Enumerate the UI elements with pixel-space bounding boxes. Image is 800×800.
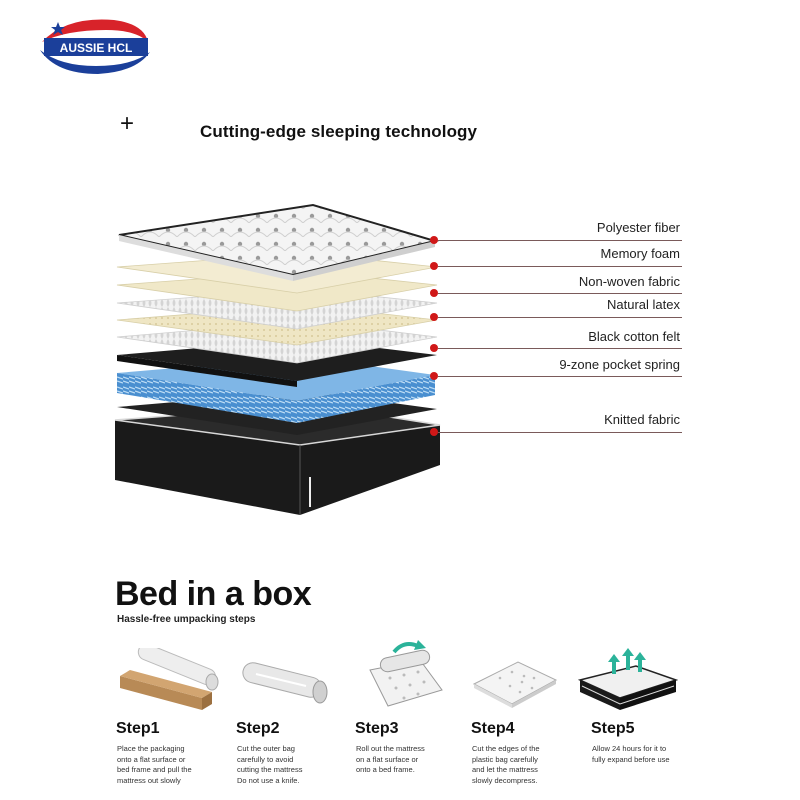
layer-marker-dot: [430, 236, 438, 244]
step1-image: [116, 643, 226, 712]
layer-label-memory-foam: Memory foam: [600, 246, 680, 261]
bed-in-box-subtitle: Hassle-free umpacking steps: [117, 614, 256, 625]
layer-label-black-cotton-felt: Black cotton felt: [588, 329, 680, 344]
step4-image: [470, 654, 560, 712]
layer-label-knitted-fabric: Knitted fabric: [604, 412, 680, 427]
layer-marker-dot: [430, 428, 438, 436]
leader-line: [438, 317, 682, 318]
brand-logo: AUSSIE HCL: [36, 12, 154, 80]
layer-label-non-woven-fabric: Non-woven fabric: [578, 274, 680, 289]
step1-title: Step1: [116, 720, 160, 737]
step3-title: Step3: [355, 720, 399, 737]
layer-label-pocket-spring: 9-zone pocket spring: [559, 357, 680, 372]
step4-title: Step4: [471, 720, 515, 737]
step2-title: Step2: [236, 720, 280, 737]
leader-line: [438, 293, 682, 294]
leader-line: [438, 376, 682, 377]
step5-image: [577, 646, 679, 712]
layer-marker-dot: [430, 289, 438, 297]
layer-label-natural-latex: Natural latex: [607, 297, 680, 312]
layer-marker-dot: [430, 372, 438, 380]
step2-image: [236, 660, 336, 710]
leader-line: [438, 240, 682, 241]
leader-line: [438, 432, 682, 433]
leader-line: [438, 266, 682, 267]
step5-title: Step5: [591, 720, 635, 737]
plus-icon: +: [120, 110, 135, 137]
layer-label-polyester-fiber: Polyester fiber: [596, 220, 680, 235]
layer-marker-dot: [430, 313, 438, 321]
bed-in-box-title: Bed in a box: [115, 575, 312, 613]
step3-image: [360, 640, 450, 712]
layer-marker-dot: [430, 344, 438, 352]
section-title: Cutting-edge sleeping technology: [200, 122, 478, 141]
layer-marker-dot: [430, 262, 438, 270]
leader-line: [438, 348, 682, 349]
logo-text: AUSSIE HCL: [60, 41, 133, 55]
mattress-layers-illustration: [105, 195, 455, 525]
